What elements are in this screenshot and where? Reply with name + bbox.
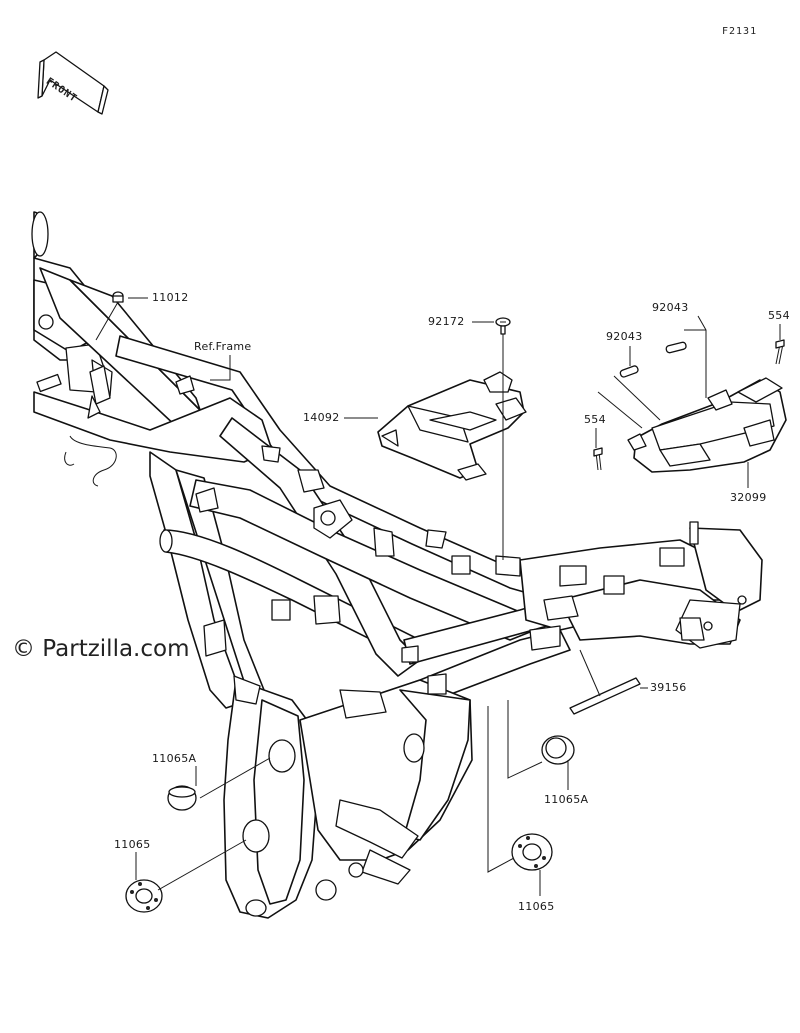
part-554-pin-lower	[593, 447, 603, 471]
front-arrow-icon	[37, 51, 109, 115]
part-92043-pin-upper	[665, 341, 687, 354]
callout-554-lower: 554	[584, 413, 606, 426]
callout-92043-upper: 92043	[652, 301, 689, 314]
part-92043-pin-lower	[619, 365, 639, 378]
callout-92043-lower: 92043	[606, 330, 643, 343]
callout-14092: 14092	[303, 411, 340, 424]
figure-id: F2131	[722, 26, 758, 37]
part-14092-bracket	[377, 371, 527, 481]
callout-11065A-left: 11065A	[152, 752, 197, 765]
watermark: © Partzilla.com	[12, 636, 190, 662]
callout-11012: 11012	[152, 291, 189, 304]
part-92172-screw	[495, 317, 511, 335]
part-554-pin-upper	[775, 339, 785, 365]
callout-92172: 92172	[428, 315, 465, 328]
part-11065-cap-right	[511, 833, 553, 871]
callout-11065A-right: 11065A	[544, 793, 589, 806]
part-32099-tray	[627, 377, 787, 473]
main-frame	[31, 211, 763, 919]
callout-39156: 39156	[650, 681, 687, 694]
part-11065A-cap-right	[541, 735, 575, 765]
callout-554-upper: 554	[768, 309, 790, 322]
part-11065A-cap-left	[167, 785, 197, 811]
part-39156-strip	[569, 677, 641, 715]
callout-11065-right: 11065	[518, 900, 555, 913]
callout-32099: 32099	[730, 491, 767, 504]
part-11012-cap	[112, 291, 124, 303]
callout-ref-frame: Ref.Frame	[194, 340, 252, 353]
callout-11065-left: 11065	[114, 838, 151, 851]
part-11065-cap-left	[125, 879, 163, 913]
leader-lines	[95, 297, 781, 896]
